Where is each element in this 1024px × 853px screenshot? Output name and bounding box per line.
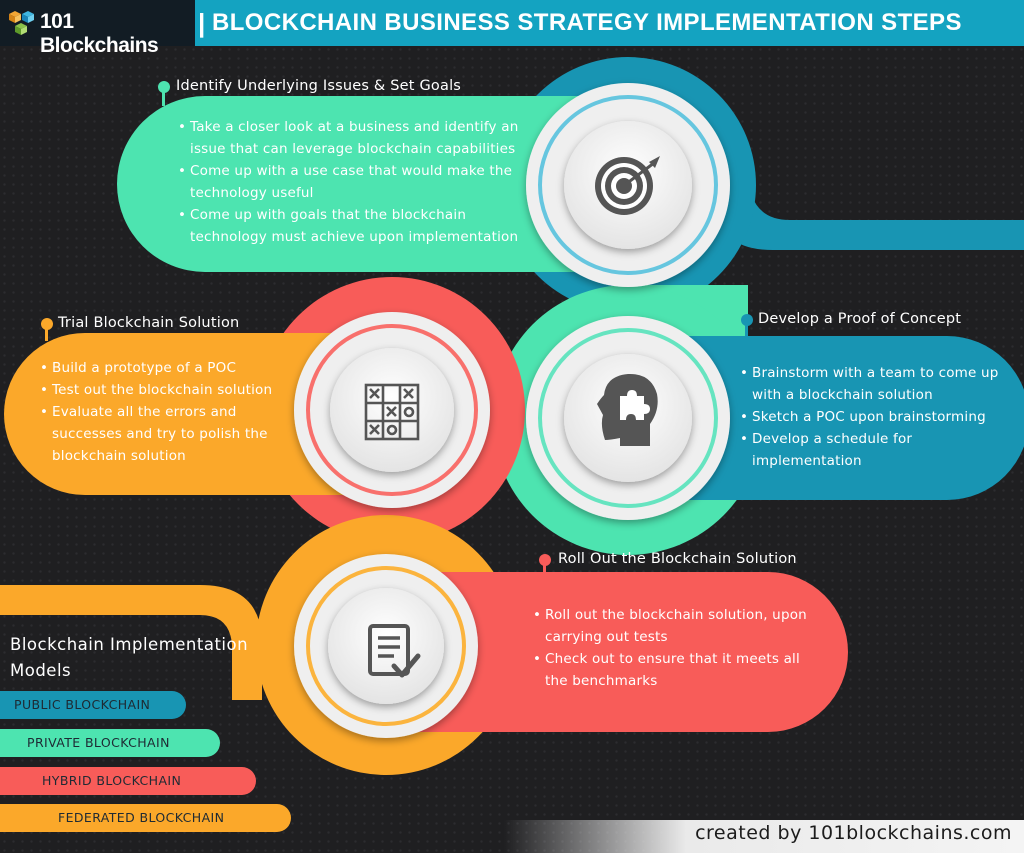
list-item: Take a closer look at a business and ide… [178, 116, 538, 160]
step3-title: Trial Blockchain Solution [58, 315, 240, 331]
step3-pin-line [45, 327, 48, 341]
orange-connector [0, 585, 262, 700]
model-federated: FEDERATED BLOCKCHAIN [0, 804, 291, 832]
step3-pin [41, 318, 53, 330]
tic-tac-toe-icon [364, 383, 420, 441]
list-item: Come up with goals that the blockchain t… [178, 204, 538, 248]
list-item: Build a prototype of a POC [40, 357, 298, 379]
list-item: Evaluate all the errors and successes an… [40, 401, 298, 467]
model-private: PRIVATE BLOCKCHAIN [0, 729, 220, 757]
list-item: Come up with a use case that would make … [178, 160, 538, 204]
header-separator: | [198, 8, 206, 38]
footer-bar [504, 820, 1024, 853]
model-public: PUBLIC BLOCKCHAIN [0, 691, 186, 719]
step1-bullets: Take a closer look at a business and ide… [178, 116, 538, 248]
step2-pin-line [745, 323, 748, 339]
page-title: BLOCKCHAIN BUSINESS STRATEGY IMPLEMENTAT… [212, 9, 962, 36]
list-item: Develop a schedule for implementation [740, 428, 1012, 472]
step3-inner-ring [306, 324, 478, 496]
cubes-logo-icon [9, 11, 34, 35]
list-item: Sketch a POC upon brainstorming [740, 406, 1012, 428]
list-item: Check out to ensure that it meets all th… [533, 648, 813, 692]
step4-title: Roll Out the Blockchain Solution [558, 551, 797, 567]
step4-pin [539, 554, 551, 566]
checklist-icon [368, 624, 421, 678]
step2-pin [741, 314, 753, 326]
step4-bullets: Roll out the blockchain solution, upon c… [533, 604, 813, 692]
step2-title: Develop a Proof of Concept [758, 311, 962, 327]
blue-connector [718, 170, 1024, 250]
list-item: Test out the blockchain solution [40, 379, 298, 401]
step1-title: Identify Underlying Issues & Set Goals [176, 78, 462, 94]
step1-pin [158, 81, 170, 93]
header-bar: 101 Blockchains | BLOCKCHAIN BUSINESS ST… [0, 0, 1024, 57]
target-icon [595, 156, 660, 215]
models-title: Blockchain Implementation Models [10, 635, 249, 680]
head-puzzle-icon [597, 373, 658, 446]
footer-credit: created by 101blockchains.com [695, 822, 1012, 844]
brand-name: 101 Blockchains [40, 10, 159, 57]
step2-inner-ring [538, 328, 718, 508]
model-hybrid: HYBRID BLOCKCHAIN [0, 767, 256, 795]
list-item: Brainstorm with a team to come up with a… [740, 362, 1012, 406]
step4-pin-line [543, 563, 546, 577]
step4-inner-ring [306, 566, 466, 726]
list-item: Roll out the blockchain solution, upon c… [533, 604, 813, 648]
step1-pin-line [162, 90, 165, 106]
step2-bullets: Brainstorm with a team to come up with a… [740, 362, 1012, 472]
step3-bullets: Build a prototype of a POC Test out the … [40, 357, 298, 467]
step1-inner-ring [538, 95, 718, 275]
logo: 101 Blockchains [0, 0, 195, 57]
